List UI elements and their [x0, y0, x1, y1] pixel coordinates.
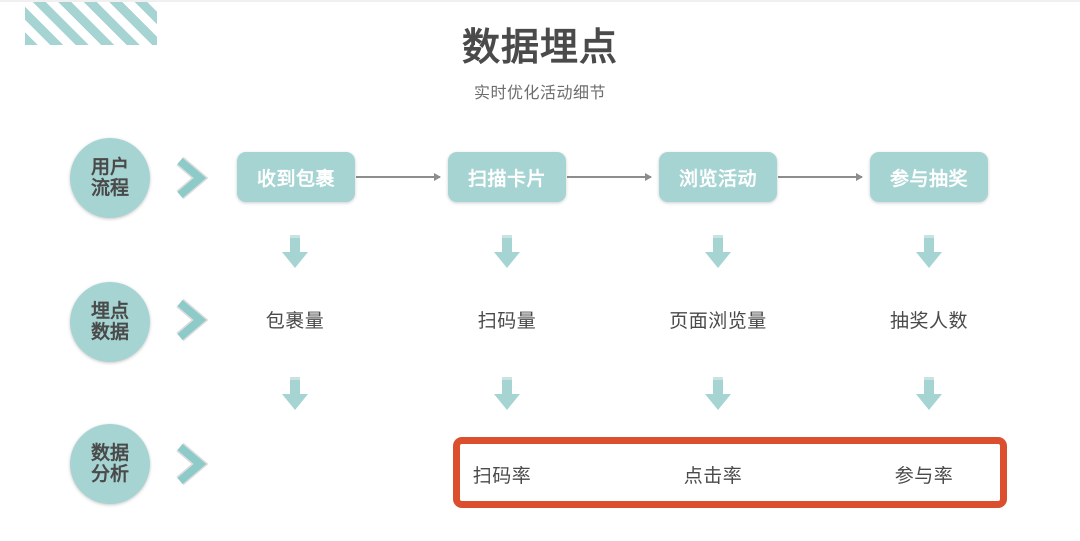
metric-label: 扫码量: [477, 310, 537, 332]
metric-label: 页面浏览量: [669, 310, 767, 332]
kpi-label: 参与率: [894, 465, 954, 487]
row-badge-line1: 数据: [90, 441, 129, 464]
arrow-right-icon: [356, 173, 441, 181]
highlight-box-content: 扫码率 点击率 参与率: [460, 444, 1000, 501]
row-badge-data-analysis: 数据 分析: [70, 424, 150, 504]
metric-label: 包裹量: [265, 310, 325, 332]
row-badge-tracking-data: 埋点 数据: [70, 282, 150, 362]
metric-label: 抽奖人数: [889, 310, 968, 332]
arrow-down-icon: [703, 376, 733, 412]
page-subtitle: 实时优化活动细节: [473, 82, 606, 102]
page-title: 数据埋点: [461, 25, 618, 69]
title-block: 数据埋点 实时优化活动细节: [0, 25, 1080, 103]
chevron-right-icon: [170, 295, 210, 345]
arrow-right-icon: [567, 173, 652, 181]
kpi-label: 点击率: [683, 465, 743, 487]
arrow-down-icon: [914, 234, 944, 270]
arrow-row-flow-to-data: [0, 234, 1080, 274]
arrow-row-data-to-analysis: [0, 376, 1080, 416]
diagonal-stripes-decoration: [25, 2, 157, 45]
arrow-down-icon: [703, 234, 733, 270]
row-badge-line2: 分析: [90, 463, 129, 485]
row-badge-line1: 用户: [90, 155, 129, 178]
row-badge-line1: 埋点: [90, 299, 129, 322]
arrow-right-icon: [778, 173, 863, 181]
row-badge-user-flow: 用户 流程: [70, 138, 150, 218]
flow-step-box[interactable]: 收到包裹: [237, 152, 355, 202]
arrow-down-icon: [280, 234, 310, 270]
row-badge-line2: 流程: [90, 177, 129, 199]
row-user-flow: 用户 流程 收到包裹 扫描卡片 浏览活动 参与抽奖: [0, 138, 1080, 220]
arrow-down-icon: [492, 376, 522, 412]
row-tracking-data: 埋点 数据 包裹量 扫码量 页面浏览量 抽奖人数: [0, 282, 1080, 362]
arrow-down-icon: [492, 234, 522, 270]
top-divider: [0, 0, 1080, 2]
flow-step-box[interactable]: 扫描卡片: [448, 152, 566, 202]
chevron-right-icon: [170, 439, 210, 489]
flow-step-box[interactable]: 参与抽奖: [870, 152, 988, 202]
row-badge-line2: 数据: [90, 321, 129, 343]
chevron-right-icon: [170, 153, 210, 203]
highlight-box-kpi: 扫码率 点击率 参与率: [453, 437, 1007, 508]
arrow-down-icon: [280, 376, 310, 412]
flow-step-box[interactable]: 浏览活动: [659, 152, 777, 202]
arrow-down-icon: [914, 376, 944, 412]
kpi-label: 扫码率: [472, 465, 532, 487]
row-data-analysis: 数据 分析: [0, 424, 1080, 510]
